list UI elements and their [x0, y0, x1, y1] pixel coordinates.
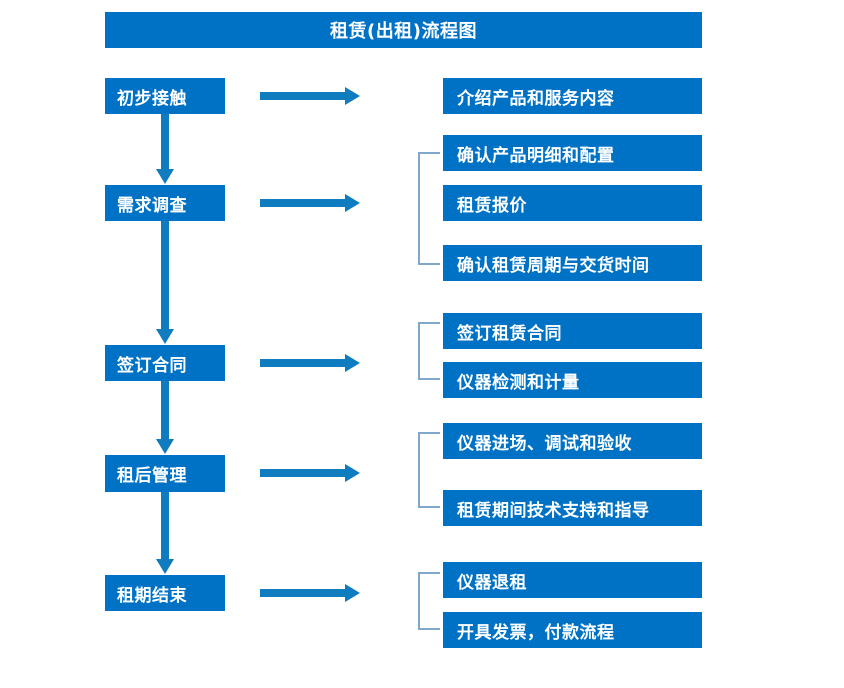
arrow-right-stage-1 [260, 87, 360, 105]
page-title: 租赁(出租)流程图 [105, 12, 702, 48]
bracket-group-2 [418, 152, 440, 265]
detail-box-7[interactable]: 仪器进场、调试和验收 [443, 423, 702, 459]
detail-box-10[interactable]: 开具发票，付款流程 [443, 612, 702, 648]
detail-box-9[interactable]: 仪器退租 [443, 562, 702, 598]
stage-box-3[interactable]: 签订合同 [105, 345, 225, 381]
detail-box-6[interactable]: 仪器检测和计量 [443, 362, 702, 398]
detail-box-2[interactable]: 确认产品明细和配置 [443, 135, 702, 171]
detail-box-1[interactable]: 介绍产品和服务内容 [443, 78, 702, 114]
stage-box-1[interactable]: 初步接触 [105, 78, 225, 114]
arrow-right-stage-3 [260, 354, 360, 372]
stage-box-5[interactable]: 租期结束 [105, 575, 225, 611]
arrow-down-stage-1-to-2 [156, 114, 174, 184]
detail-box-4[interactable]: 确认租赁周期与交货时间 [443, 245, 702, 281]
detail-box-8[interactable]: 租赁期间技术支持和指导 [443, 490, 702, 526]
bracket-group-3 [418, 322, 440, 380]
arrow-right-stage-5 [260, 584, 360, 602]
stage-box-2[interactable]: 需求调查 [105, 185, 225, 221]
arrow-down-stage-3-to-4 [156, 381, 174, 454]
arrow-right-stage-2 [260, 194, 360, 212]
bracket-group-5 [418, 572, 440, 630]
detail-box-3[interactable]: 租赁报价 [443, 185, 702, 221]
arrow-right-stage-4 [260, 464, 360, 482]
bracket-group-4 [418, 432, 440, 508]
arrow-down-stage-4-to-5 [156, 492, 174, 574]
arrow-down-stage-2-to-3 [156, 221, 174, 344]
stage-box-4[interactable]: 租后管理 [105, 455, 225, 492]
detail-box-5[interactable]: 签订租赁合同 [443, 313, 702, 349]
